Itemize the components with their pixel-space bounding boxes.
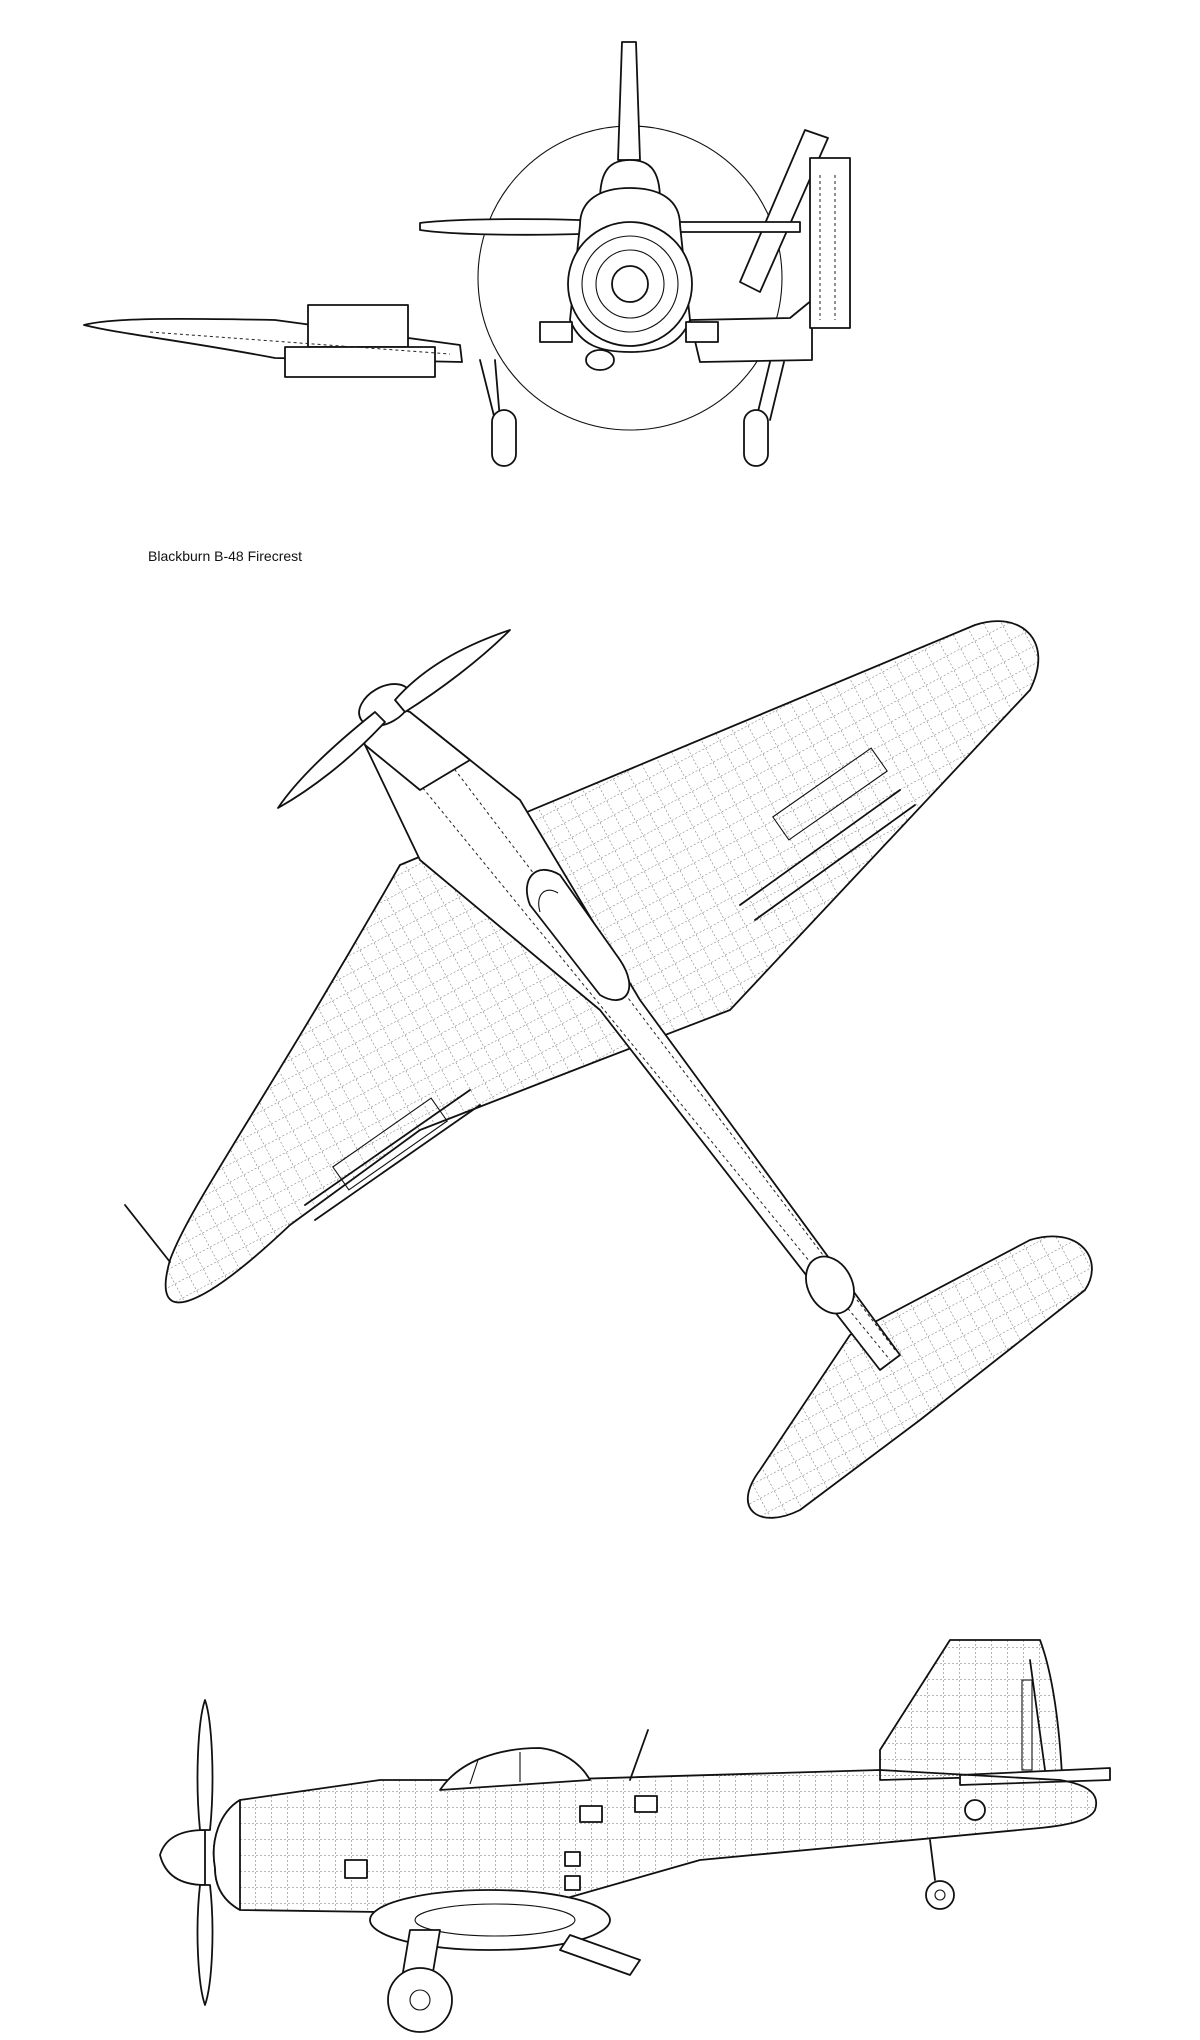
front-view-port-flap	[307, 304, 409, 348]
front-view-folded-wing-panel	[809, 157, 851, 329]
plan-view-propeller-blade-upper	[394, 629, 511, 713]
side-view-spinner	[159, 1829, 206, 1886]
side-view-main-wheel	[387, 1967, 453, 2033]
side-view-fin	[879, 1639, 1063, 1781]
plan-view-port-aileron	[332, 1097, 448, 1191]
plan-view-pitot	[124, 1204, 171, 1263]
side-view-antenna	[629, 1729, 649, 1781]
plan-view-canopy	[525, 869, 631, 1001]
front-view-spinner	[611, 265, 649, 303]
side-view-tail-wheel	[925, 1880, 955, 1910]
side-view-fuselage	[212, 1769, 1098, 1913]
front-view-port-flap-lower	[284, 346, 436, 378]
plan-view-propeller-blade-lower	[277, 711, 386, 809]
front-view-starboard-wheel	[743, 409, 769, 467]
side-view	[159, 1639, 1111, 2033]
side-view-propeller-blade-upper	[196, 1699, 214, 1831]
side-view-cowling	[212, 1799, 241, 1911]
side-view-canopy	[439, 1747, 591, 1791]
front-view-starboard-wing	[689, 299, 813, 363]
side-view-rudder-tab	[1021, 1679, 1033, 1771]
plan-view-starboard-aileron	[772, 747, 888, 841]
side-view-roundel	[964, 1799, 986, 1821]
front-view-oil-cooler	[585, 349, 615, 371]
drawing-caption: Blackburn B-48 Firecrest	[148, 548, 303, 564]
plan-view-roundel	[805, 1255, 855, 1315]
front-view-port-wheel	[491, 409, 517, 467]
side-view-propeller-blade-lower	[196, 1884, 214, 2006]
plan-view-tailplane	[747, 1235, 1093, 1519]
front-view	[83, 41, 851, 467]
front-view-fin	[617, 41, 641, 161]
front-view-port-intake	[539, 321, 573, 343]
front-view-folded-outer-wing	[739, 129, 829, 293]
plan-view	[124, 620, 1093, 1519]
front-view-starboard-intake	[685, 321, 719, 343]
